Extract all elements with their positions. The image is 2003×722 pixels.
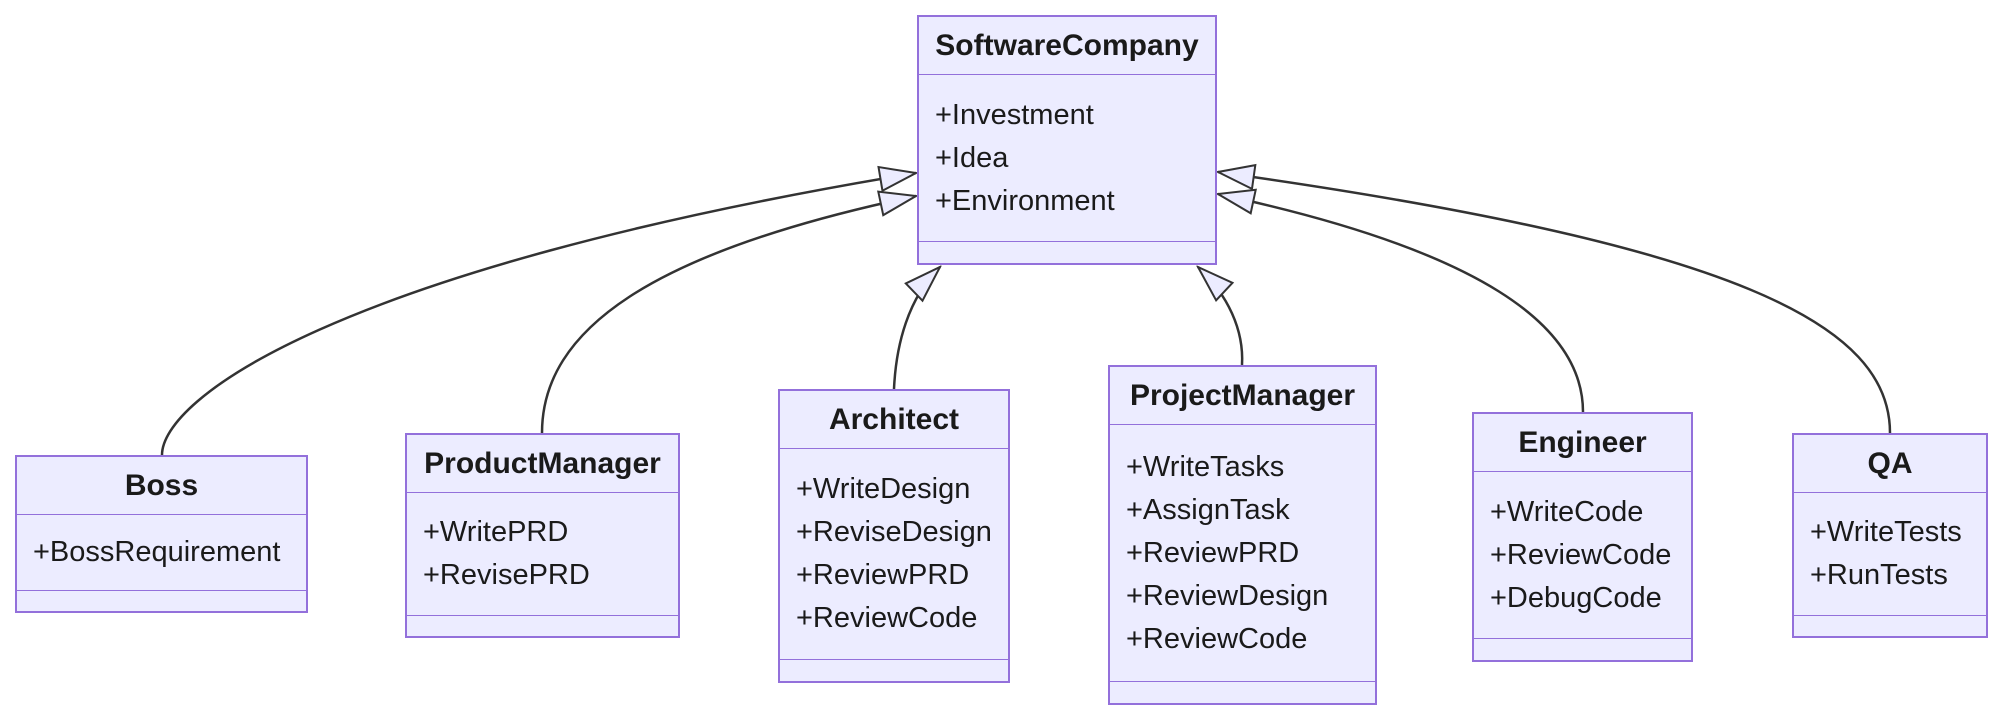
class-members: +WritePRD +RevisePRD — [407, 493, 678, 615]
class-methods-empty-compartment — [407, 615, 678, 636]
class-softwarecompany: SoftwareCompany +Investment +Idea +Envir… — [917, 15, 1217, 265]
class-architect: Architect +WriteDesign +ReviseDesign +Re… — [778, 389, 1010, 683]
edge-productmanager-to-softwarecompany — [540, 196, 916, 434]
class-member: +Environment — [935, 184, 1115, 217]
edge-boss-to-softwarecompany — [160, 173, 916, 456]
class-methods-empty-compartment — [1794, 615, 1986, 636]
class-title: Engineer — [1474, 414, 1691, 472]
class-engineer: Engineer +WriteCode +ReviewCode +DebugCo… — [1472, 412, 1693, 662]
class-methods-empty-compartment — [780, 659, 1008, 681]
edge-architect-to-softwarecompany — [892, 267, 940, 390]
class-member: +BossRequirement — [33, 536, 281, 568]
class-title: ProductManager — [407, 435, 678, 493]
class-member: +RunTests — [1810, 559, 1948, 591]
class-member: +ReviseDesign — [796, 516, 992, 548]
class-member: +ReviewPRD — [796, 559, 970, 591]
class-member: +ReviewCode — [1490, 538, 1672, 571]
class-title: SoftwareCompany — [919, 17, 1215, 75]
class-member: +AssignTask — [1126, 493, 1290, 526]
class-member: +ReviewDesign — [1126, 579, 1329, 612]
class-member: +Investment — [935, 98, 1094, 131]
class-member: +ReviewCode — [1126, 622, 1308, 655]
class-members: +WriteCode +ReviewCode +DebugCode — [1474, 472, 1691, 638]
class-members: +Investment +Idea +Environment — [919, 75, 1215, 241]
class-member: +RevisePRD — [423, 559, 590, 591]
class-methods-empty-compartment — [1474, 638, 1691, 660]
class-boss: Boss +BossRequirement — [15, 455, 308, 613]
class-title: Boss — [17, 457, 306, 515]
class-title: QA — [1794, 435, 1986, 493]
class-members: +WriteTasks +AssignTask +ReviewPRD +Revi… — [1110, 425, 1375, 681]
class-member: +DebugCode — [1490, 581, 1662, 614]
class-member: +WritePRD — [423, 516, 569, 548]
edge-qa-to-softwarecompany — [1218, 172, 1892, 434]
class-methods-empty-compartment — [919, 241, 1215, 263]
class-qa: QA +WriteTests +RunTests — [1792, 433, 1988, 638]
class-members: +BossRequirement — [17, 515, 306, 590]
class-title: ProjectManager — [1110, 367, 1375, 425]
class-productmanager: ProductManager +WritePRD +RevisePRD — [405, 433, 680, 638]
edge-projectmanager-to-softwarecompany — [1198, 267, 1244, 366]
class-projectmanager: ProjectManager +WriteTasks +AssignTask +… — [1108, 365, 1377, 705]
class-member: +WriteDesign — [796, 473, 971, 505]
class-members: +WriteTests +RunTests — [1794, 493, 1986, 615]
class-member: +ReviewCode — [796, 602, 978, 634]
class-member: +WriteTasks — [1126, 450, 1285, 483]
class-title: Architect — [780, 391, 1008, 449]
edge-engineer-to-softwarecompany — [1218, 194, 1585, 413]
class-member: +WriteTests — [1810, 516, 1962, 548]
class-member: +WriteCode — [1490, 495, 1644, 528]
class-member: +Idea — [935, 141, 1009, 174]
class-members: +WriteDesign +ReviseDesign +ReviewPRD +R… — [780, 449, 1008, 659]
class-methods-empty-compartment — [17, 590, 306, 611]
class-member: +ReviewPRD — [1126, 536, 1300, 569]
class-methods-empty-compartment — [1110, 681, 1375, 703]
